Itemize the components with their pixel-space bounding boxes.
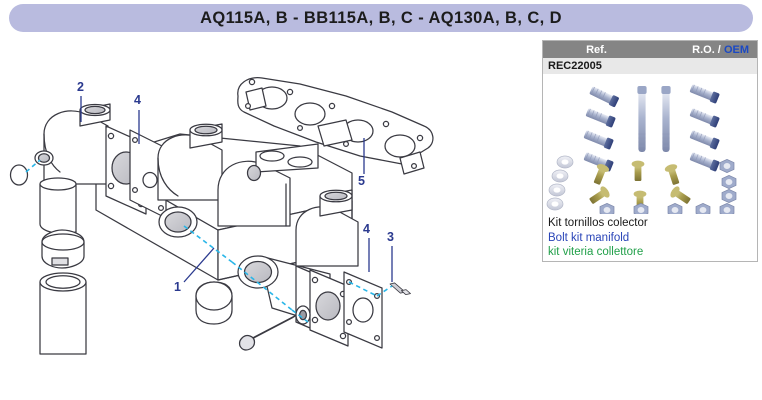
manifold-center-bore: [158, 206, 198, 238]
callout-numbers: 2 4 1 4 3 5: [77, 80, 394, 294]
parts-kit-panel: Ref. R.O. / OEM REC22005: [542, 40, 758, 262]
bore-plug: [195, 281, 233, 325]
rear-flange-plate: [309, 269, 349, 347]
callout-leader-lines: [80, 96, 393, 283]
parts-panel-header: Ref. R.O. / OEM: [543, 41, 757, 58]
column-header-ro: R.O. /: [692, 43, 721, 56]
kit-photo: [543, 74, 757, 214]
callout-2: 2: [77, 80, 84, 94]
rubber-sleeve: [39, 272, 87, 355]
bolt-washer: [295, 305, 311, 325]
short-bolt: [387, 280, 413, 298]
column-header-oem: OEM: [723, 43, 749, 56]
callout-1: 1: [174, 280, 181, 294]
hose-clamp: [41, 229, 85, 269]
manifold-lobe-2: [157, 123, 223, 201]
kit-captions: Kit tornillos colector Bolt kit manifold…: [543, 214, 757, 260]
flange-gasket-front: [129, 129, 167, 219]
caption-english: Bolt kit manifold: [548, 231, 630, 244]
callout-4-rear: 4: [363, 222, 370, 236]
callout-4-front: 4: [134, 93, 141, 107]
long-bolt: [238, 314, 298, 351]
page-title-banner: AQ115A, B - BB115A, B, C - AQ130A, B, C,…: [9, 4, 753, 32]
technical-diagram: 2 4 1 4 3 5: [0, 34, 530, 364]
kit-contents-illustration: [546, 82, 737, 214]
reference-code: REC22005: [548, 60, 602, 72]
caption-spanish: Kit tornillos colector: [548, 217, 648, 229]
page-title: AQ115A, B - BB115A, B, C - AQ130A, B, C,…: [200, 8, 562, 27]
exploded-view-illustration: 2 4 1 4 3 5: [9, 77, 434, 355]
callout-5: 5: [358, 174, 365, 188]
brass-bolt-group: [587, 160, 693, 211]
elbow-housing: [34, 103, 111, 235]
caption-italian: kit viteria collettore: [548, 246, 644, 258]
washer-group: [546, 155, 574, 211]
column-header-ref: Ref.: [586, 43, 607, 56]
manifold-lobe-3: [217, 143, 319, 227]
reference-row: REC22005: [543, 58, 757, 74]
steel-bolt-group-right: [688, 82, 721, 173]
long-stud-group: [637, 85, 671, 153]
manifold-gasket: [237, 77, 434, 175]
manifold-lobe-4: [295, 189, 359, 267]
manifold-line-art: [9, 77, 434, 355]
assembly-alignment-lines: [25, 159, 393, 323]
rear-flange-gasket: [343, 271, 383, 349]
steel-bolt-group-left: [582, 84, 620, 173]
callout-3: 3: [387, 230, 394, 244]
column-header-ro-oem: R.O. / OEM: [692, 44, 749, 56]
port-plug: [9, 164, 29, 186]
